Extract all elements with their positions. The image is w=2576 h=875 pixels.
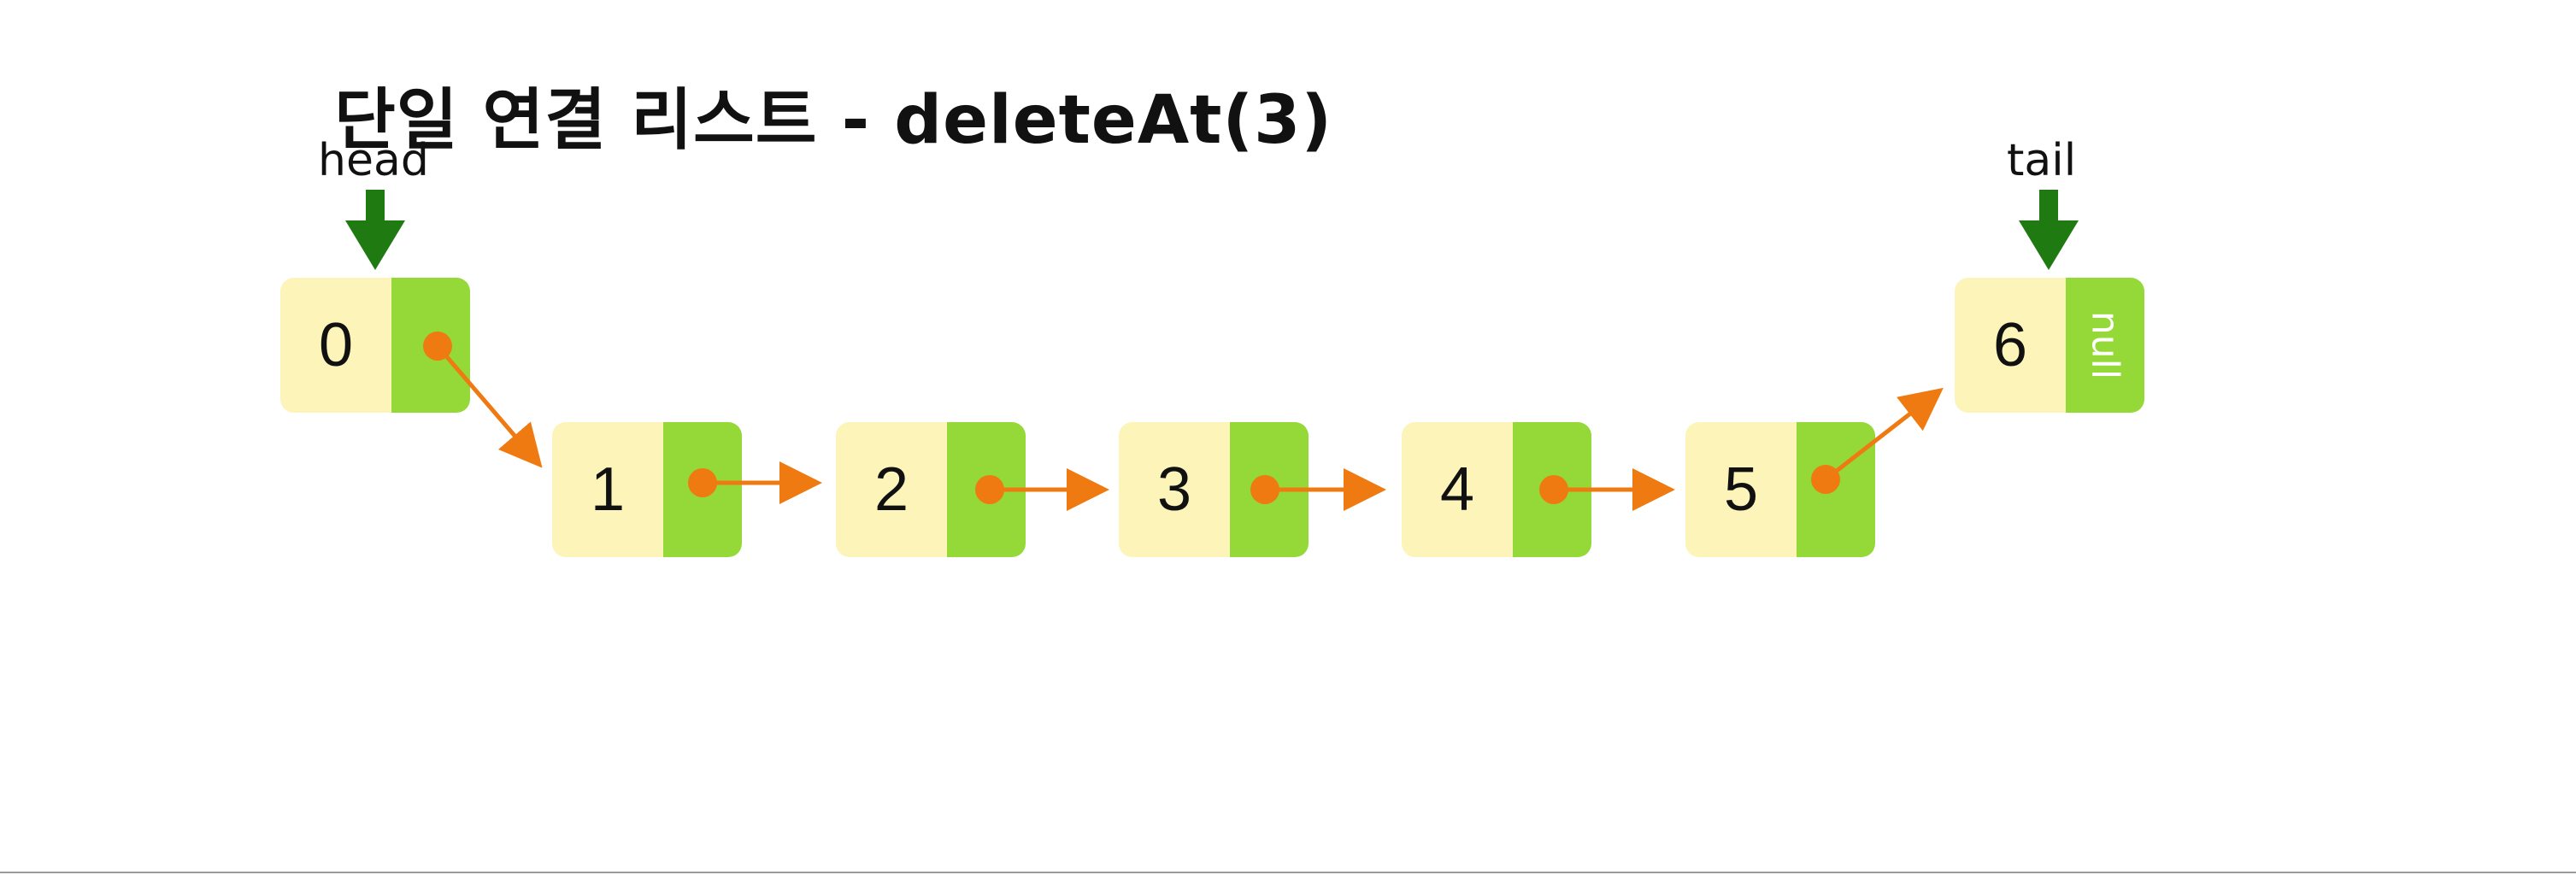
node-next-pointer: null [2066,278,2144,413]
node-value: 6 [1955,278,2066,413]
head-arrow-icon [345,190,405,270]
node-value: 2 [836,422,947,557]
node-6: 6 null [1955,278,2144,413]
link-arrow-5-6 [1811,387,1944,494]
node-1: 1 [552,422,742,557]
link-arrow-2-3 [975,468,1109,511]
link-arrow-0-1 [423,332,543,468]
diagram-title: 단일 연결 리스트 - deleteAt(3) [333,82,1333,159]
node-2: 2 [836,422,1026,557]
node-value: 3 [1119,422,1230,557]
node-value: 0 [280,278,391,413]
node-5: 5 [1685,422,1875,557]
bottom-divider [0,872,2576,873]
node-value: 5 [1685,422,1797,557]
link-arrow-3-4 [1250,468,1386,511]
node-value: 4 [1402,422,1513,557]
link-arrow-1-2 [688,461,822,504]
tail-label: tail [2007,135,2077,186]
tail-arrow-icon [2019,190,2079,270]
node-value: 1 [552,422,663,557]
head-label: head [318,135,429,186]
link-arrow-4-5 [1539,468,1675,511]
